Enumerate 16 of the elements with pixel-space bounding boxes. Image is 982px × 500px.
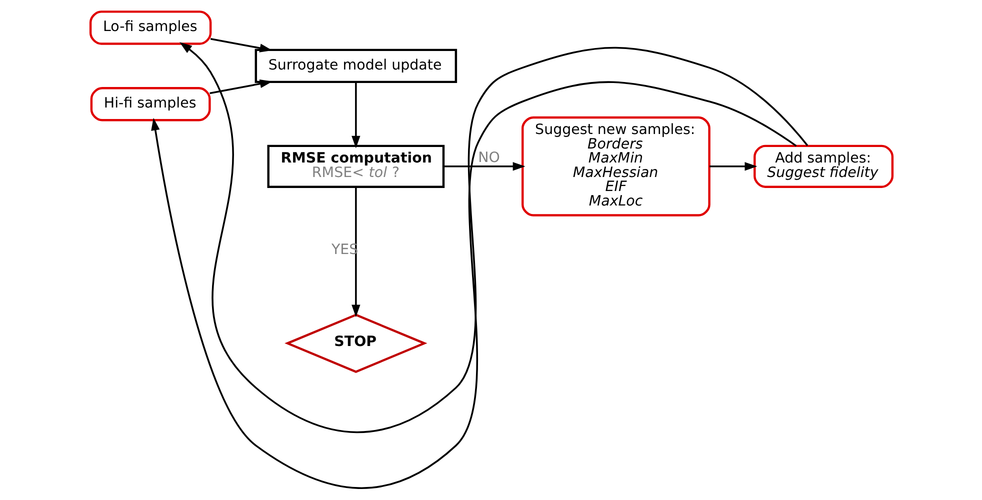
arrow — [179, 42, 808, 433]
arrow — [351, 186, 360, 318]
node-box: Lo-fi samples — [88, 10, 212, 45]
arrow — [443, 162, 525, 171]
node-box: RMSE computation RMSE< tol ? — [266, 144, 444, 188]
node-box: Hi-fi samples — [90, 87, 210, 122]
arrow — [351, 82, 360, 148]
arrow — [210, 38, 272, 52]
arrow — [709, 162, 757, 171]
arrow — [150, 81, 796, 489]
edge-label: NO — [478, 150, 500, 166]
node-diamond: STOP — [284, 314, 427, 373]
node-box: Add samples: Suggest fidelity — [753, 144, 894, 188]
arrow — [209, 79, 272, 94]
node-box: Surrogate model update — [254, 48, 457, 84]
node-box: Suggest new samples: Borders MaxMin MaxHessian EIF MaxLoc — [521, 116, 710, 216]
